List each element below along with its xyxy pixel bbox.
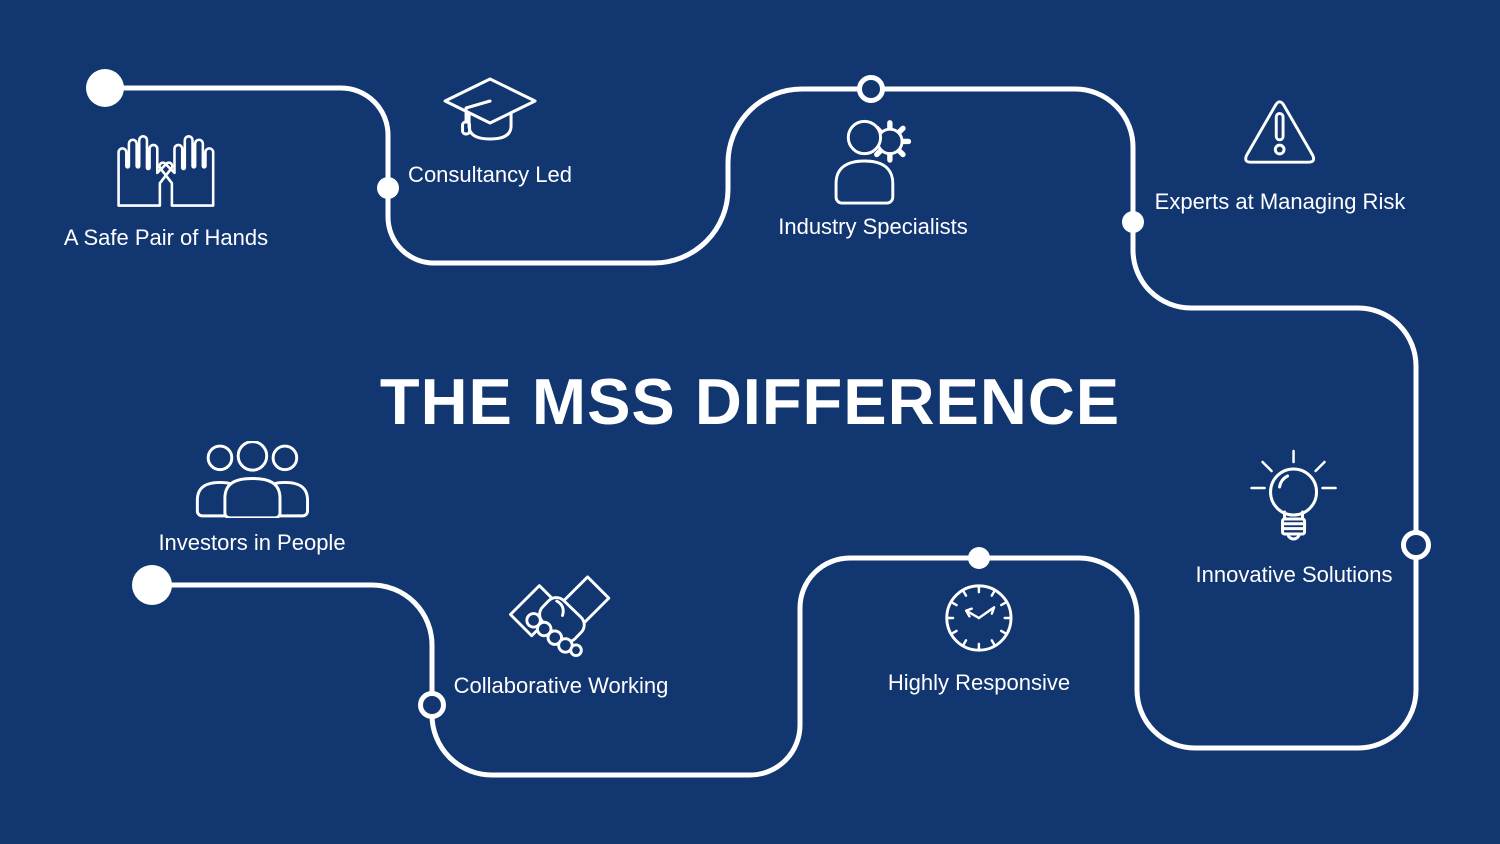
people-icon: [195, 441, 309, 518]
path-node-collaborative: [418, 691, 446, 719]
item-label: Experts at Managing Risk: [1154, 189, 1406, 214]
clock-icon: [945, 584, 1013, 652]
path-node-start: [86, 69, 124, 107]
item-industry-specialists: Industry Specialists: [778, 115, 968, 240]
person-gear-icon: [834, 119, 911, 205]
item-label: Collaborative Working: [453, 673, 669, 698]
page-title: THE MSS DIFFERENCE: [379, 365, 1121, 438]
item-label: A Safe Pair of Hands: [63, 225, 269, 250]
handshake-icon: [509, 575, 611, 657]
item-label: Highly Responsive: [887, 670, 1071, 695]
item-label: Innovative Solutions: [1195, 562, 1393, 587]
path-node-experts: [1122, 211, 1144, 233]
item-label: Consultancy Led: [408, 162, 572, 187]
lightbulb-icon: [1250, 449, 1338, 541]
item-innovative-solutions: Innovative Solutions: [1195, 449, 1393, 588]
path-node-industry: [857, 75, 885, 103]
journey-path: [102, 85, 1419, 778]
item-consultancy-led: Consultancy Led: [408, 76, 572, 188]
item-label: Investors in People: [158, 530, 346, 555]
warning-triangle-icon: [1244, 100, 1316, 164]
hands-icon: [117, 135, 215, 207]
path-node-end: [132, 565, 172, 605]
item-highly-responsive: Highly Responsive: [888, 581, 1070, 696]
item-experts-managing-risk: Experts at Managing Risk: [1154, 96, 1406, 215]
path-node-responsive: [968, 547, 990, 569]
item-label: Industry Specialists: [778, 214, 968, 239]
graduation-cap-icon: [443, 77, 537, 141]
item-collaborative-working: Collaborative Working: [453, 572, 669, 699]
item-investors-in-people: Investors in People: [158, 441, 346, 556]
item-safe-pair-of-hands: A Safe Pair of Hands: [64, 123, 268, 251]
path-node-innovative: [1401, 530, 1431, 560]
path-node-consultancy: [377, 177, 399, 199]
